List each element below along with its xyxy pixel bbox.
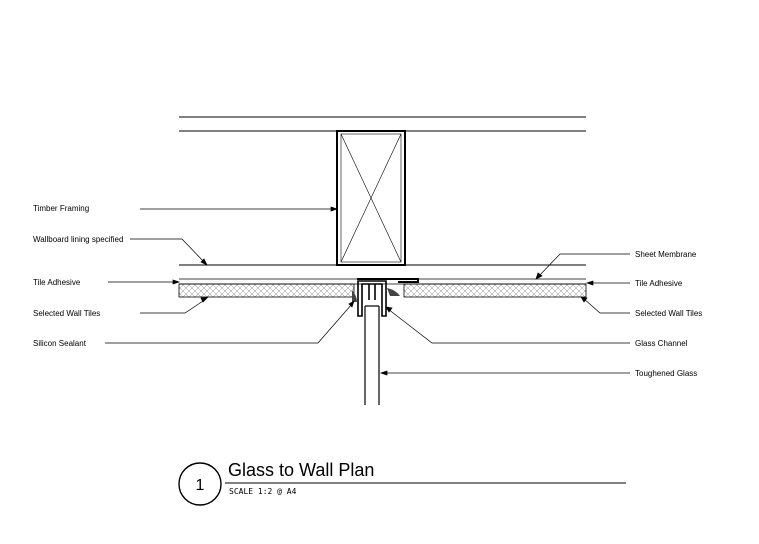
label-tile-adhesive-left: Tile Adhesive	[33, 278, 81, 287]
wall-tiles-right	[403, 283, 587, 298]
sheet-membrane	[357, 278, 419, 283]
label-wallboard-lining: Wallboard lining specified	[33, 235, 123, 244]
toughened-glass	[364, 305, 380, 405]
drawing-scale: SCALE 1:2 @ A4	[229, 487, 297, 496]
label-selected-wall-tiles-left: Selected Wall Tiles	[33, 309, 100, 318]
label-tile-adhesive-right: Tile Adhesive	[635, 279, 683, 288]
label-glass-channel: Glass Channel	[635, 339, 688, 348]
wall-tiles-left	[178, 283, 355, 298]
detail-number: 1	[196, 477, 205, 494]
drawing-title: Glass to Wall Plan	[228, 460, 374, 480]
label-silicon-sealant: Silicon Sealant	[33, 339, 87, 348]
label-timber-framing: Timber Framing	[33, 204, 89, 213]
label-selected-wall-tiles-right: Selected Wall Tiles	[635, 309, 702, 318]
silicon-sealant	[352, 288, 400, 302]
label-sheet-membrane: Sheet Membrane	[635, 250, 697, 259]
leader-lines	[105, 206, 630, 376]
timber-stud	[336, 130, 406, 266]
title-block: 1 Glass to Wall Plan SCALE 1:2 @ A4	[178, 460, 626, 506]
label-toughened-glass: Toughened Glass	[635, 369, 697, 378]
glass-channel	[357, 280, 387, 317]
detail-number-circle	[178, 462, 222, 506]
